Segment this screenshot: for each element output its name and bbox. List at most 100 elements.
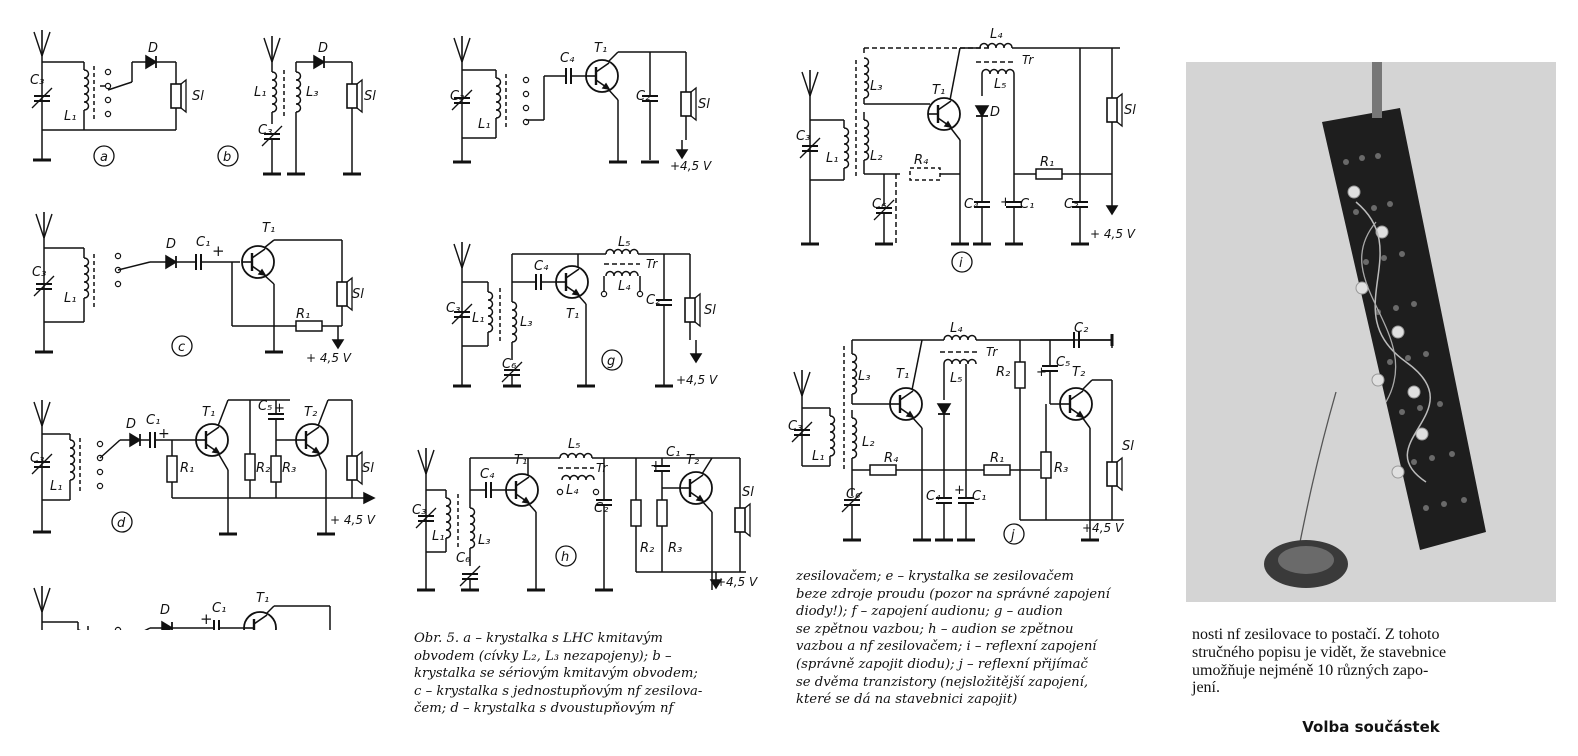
label-tr-i: Tr <box>1022 53 1034 67</box>
label-t2-d: T₂ <box>304 405 317 420</box>
schematic-g <box>451 241 703 388</box>
label-c1-j: C₁ <box>972 489 986 504</box>
label-c3-h: C₃ <box>412 503 426 518</box>
label-l3-i: L₃ <box>870 79 882 94</box>
label-c6-g: C₆ <box>502 357 516 372</box>
circuit-diagrams: C₃ L₁ D Sl a L₁ L₃ C₃ D Sl b <box>30 27 1136 630</box>
label-t1-j: T₁ <box>896 367 909 382</box>
label-plus-e: + <box>200 610 213 628</box>
schematic-e <box>33 585 331 630</box>
label-r2-j: R₂ <box>996 365 1010 380</box>
article-body-text: nosti nf zesilovace to postačí. Z tohoto… <box>1192 626 1558 697</box>
label-c1-h: C₁ <box>666 445 680 460</box>
label-plus5-j: + <box>1036 365 1047 380</box>
label-c6-j: C₆ <box>846 487 860 502</box>
caption-line: obvodem (cívky L₂, L₃ nezapojeny); b – <box>414 648 672 664</box>
label-l3-h: L₃ <box>478 533 490 548</box>
label-tr-h: Tr <box>596 461 608 475</box>
label-c1-i: C₁ <box>1020 197 1034 212</box>
label-c2-j: C₂ <box>1074 321 1088 336</box>
fig-letter-b: b <box>223 150 231 165</box>
label-sl-f: Sl <box>698 97 710 112</box>
label-l1-j: L₁ <box>812 449 824 464</box>
label-voltage-c: + 4,5 V <box>306 351 352 365</box>
label-r2-d: R₂ <box>256 461 270 476</box>
label-t1-f: T₁ <box>594 41 607 56</box>
schematic-a <box>31 29 187 162</box>
label-l3-j: L₃ <box>858 369 870 384</box>
label-c3-j: C₃ <box>788 419 802 434</box>
label-l1-i: L₁ <box>826 151 838 166</box>
body-line: nosti nf zesilovace to postačí. Z tohoto <box>1192 626 1440 643</box>
label-l1-h: L₁ <box>432 529 444 544</box>
label-sl-b: Sl <box>364 89 376 104</box>
fig-letter-j: j <box>1009 528 1015 543</box>
label-r1-c: R₁ <box>296 307 310 322</box>
label-r3-d: R₃ <box>282 461 296 476</box>
fig-letter-a: a <box>100 150 108 165</box>
label-sl-i: Sl <box>1124 103 1136 118</box>
label-voltage-j: +4,5 V <box>1082 521 1124 535</box>
label-c1-c: C₁ <box>196 235 210 250</box>
label-sl-d: Sl <box>362 461 374 476</box>
label-r1-d: R₁ <box>180 461 194 476</box>
label-plus-j: + <box>954 483 965 498</box>
label-l1-b: L₁ <box>254 85 266 100</box>
label-t1-g: T₁ <box>566 307 579 322</box>
label-d-b: D <box>318 41 328 56</box>
label-sl-j: Sl <box>1122 439 1134 454</box>
body-line: jení. <box>1192 679 1220 697</box>
label-c2-h: C₂ <box>594 501 608 516</box>
label-l1-g: L₁ <box>472 311 484 326</box>
label-l5-i: L₅ <box>994 77 1006 92</box>
label-sl-c: Sl <box>352 287 364 302</box>
caption-line: Obr. 5. a – krystalka s LHC kmitavým <box>414 631 663 646</box>
label-plus-c: + <box>212 242 225 260</box>
label-plus-h: + <box>650 458 662 474</box>
fig-letter-i: i <box>959 256 963 271</box>
label-l3-g: L₃ <box>520 315 532 330</box>
kit-photo <box>1186 62 1556 602</box>
label-c2-i: C₂ <box>1064 197 1078 212</box>
caption-line: které se dá na stavebnici zapojit) <box>796 692 1018 708</box>
caption-line: se zpětnou vazbou; h – audion se zpětnou <box>796 621 1074 637</box>
label-l1-d: L₁ <box>50 479 62 494</box>
label-c2-g: C₂ <box>646 293 660 308</box>
label-c3-d: C₃ <box>30 451 44 466</box>
caption-line: čem; d – krystalka s dvoustupňovým nf <box>414 701 674 717</box>
label-d-c: D <box>166 237 176 252</box>
label-r2-h: R₂ <box>640 541 654 556</box>
caption-line: c – krystalka s jednostupňovým nf zesilo… <box>414 683 703 699</box>
label-t1-d: T₁ <box>202 405 215 420</box>
schematic-j <box>791 331 1124 542</box>
label-r1-i: R₁ <box>1040 155 1054 170</box>
label-l5-j: L₅ <box>950 371 962 386</box>
label-plus5-d: + <box>274 401 285 416</box>
label-t2-j: T₂ <box>1072 365 1085 380</box>
schematic-b <box>261 35 363 176</box>
schematic-i <box>799 42 1123 246</box>
body-line: umožňuje nejméně 10 různých zapo- <box>1192 661 1429 679</box>
label-c5-d: C₅ <box>258 399 272 414</box>
label-l1: L₁ <box>64 109 76 124</box>
label-t2-h: T₂ <box>686 453 699 468</box>
label-r4-j: R₄ <box>884 451 899 466</box>
label-r1-j: R₁ <box>990 451 1004 466</box>
label-l3-b: L₃ <box>306 85 318 100</box>
label-c4-f: C₄ <box>560 51 575 66</box>
fig-letter-h: h <box>561 550 569 565</box>
label-l4-h: L₄ <box>566 483 579 498</box>
label-tr-j: Tr <box>986 345 998 359</box>
perforated-board <box>1322 108 1486 550</box>
label-c3-i: C₃ <box>796 129 810 144</box>
caption-line: (správně zapojit diodu); j – reflexní př… <box>796 656 1088 672</box>
label-r3-h: R₃ <box>668 541 682 556</box>
caption-line: diody!); f – zapojení audionu; g – audio… <box>796 604 1063 620</box>
caption-line: vazbou a nf zesilovačem; i – reflexní za… <box>796 639 1097 655</box>
label-c6-i: C₆ <box>872 197 886 212</box>
label-d-i: D <box>990 105 1000 120</box>
label-sl: Sl <box>192 89 204 104</box>
label-c4-h: C₄ <box>480 467 495 482</box>
label-l1-f: L₁ <box>478 117 490 132</box>
caption-line: zesilovačem; e – krystalka se zesilovače… <box>796 569 1074 584</box>
